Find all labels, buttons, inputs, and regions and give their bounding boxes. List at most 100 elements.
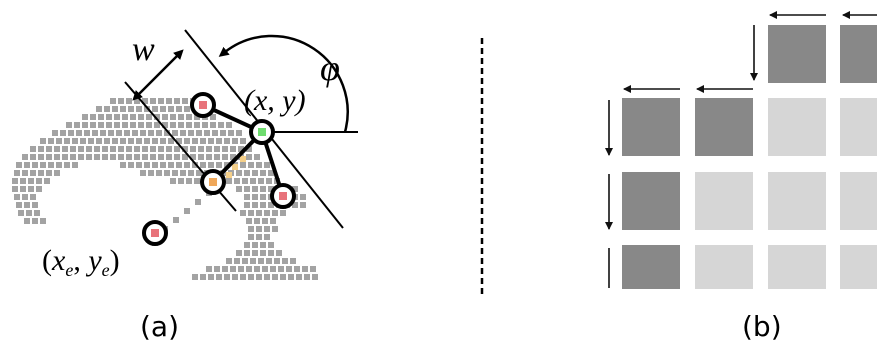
object-pixel [160, 138, 166, 144]
object-pixel [172, 130, 178, 136]
object-pixel [268, 186, 274, 192]
object-pixel [94, 146, 100, 152]
object-pixel [204, 130, 210, 136]
object-pixel [72, 138, 78, 144]
keypoint-right [270, 183, 296, 209]
object-pixel [86, 146, 92, 152]
object-pixel [222, 266, 228, 272]
grid-cell [695, 245, 753, 289]
object-pixel [258, 258, 264, 264]
object-pixel [248, 274, 254, 280]
object-pixel [66, 122, 72, 128]
object-pixel [90, 114, 96, 120]
caption-a: (a) [140, 310, 179, 343]
object-pixel [244, 202, 250, 208]
object-pixel [46, 146, 52, 152]
object-pixel [96, 138, 102, 144]
object-pixel [212, 130, 218, 136]
object-pixel [168, 138, 174, 144]
object-pixel [264, 234, 270, 240]
object-pixel [166, 98, 172, 104]
object-pixel [104, 106, 110, 112]
object-pixel [136, 106, 142, 112]
object-pixel [30, 194, 36, 200]
object-pixel [56, 162, 62, 168]
object-pixel [256, 210, 262, 216]
object-pixel [142, 146, 148, 152]
object-pixel [312, 274, 318, 280]
width-arrow [132, 49, 184, 101]
object-pixel [180, 170, 186, 176]
object-pixel [148, 130, 154, 136]
object-pixel [240, 162, 246, 168]
object-pixel [176, 162, 182, 168]
grid-cell [695, 98, 753, 156]
object-pixel [196, 170, 202, 176]
object-pixel [186, 122, 192, 128]
object-pixel [128, 162, 134, 168]
approach-dot [184, 208, 190, 214]
object-pixel [170, 122, 176, 128]
object-pixel [126, 146, 132, 152]
object-pixel [122, 114, 128, 120]
object-pixel [160, 162, 166, 168]
object-pixel [22, 194, 28, 200]
object-pixel [40, 162, 46, 168]
object-pixel [162, 122, 168, 128]
object-pixel [54, 170, 60, 176]
object-pixel [142, 154, 148, 160]
object-pixel [62, 146, 68, 152]
object-pixel [30, 146, 36, 152]
object-pixel [246, 154, 252, 160]
object-pixel [232, 138, 238, 144]
object-pixel [80, 138, 86, 144]
object-pixel [110, 146, 116, 152]
object-pixel [272, 226, 278, 232]
object-pixel [242, 178, 248, 184]
object-pixel [28, 186, 34, 192]
object-pixel [222, 146, 228, 152]
object-pixel [138, 114, 144, 120]
object-pixel [262, 266, 268, 272]
object-pixel [70, 146, 76, 152]
object-pixel [120, 106, 126, 112]
object-pixel [244, 242, 250, 248]
object-pixel [116, 130, 122, 136]
object-pixel [254, 218, 260, 224]
object-pixel [262, 218, 268, 224]
object-pixel [260, 194, 266, 200]
object-pixel [198, 146, 204, 152]
object-pixel [214, 146, 220, 152]
object-pixel [106, 114, 112, 120]
object-pixel [192, 138, 198, 144]
object-pixel [292, 202, 298, 208]
object-pixel [244, 186, 250, 192]
object-pixel [228, 130, 234, 136]
object-pixel [64, 138, 70, 144]
object-pixel [52, 130, 58, 136]
object-pixel [18, 210, 24, 216]
object-pixel [38, 154, 44, 160]
object-pixel [44, 178, 50, 184]
object-pixel [150, 98, 156, 104]
object-pixel [140, 170, 146, 176]
object-pixel [260, 170, 266, 176]
object-pixel [92, 130, 98, 136]
object-pixel [244, 194, 250, 200]
object-pixel [252, 170, 258, 176]
object-pixel [20, 178, 26, 184]
object-pixel [302, 266, 308, 272]
object-pixel [152, 162, 158, 168]
grid-cell [622, 245, 680, 289]
object-pixel [236, 186, 242, 192]
object-pixel [264, 210, 270, 216]
object-pixel [216, 274, 222, 280]
object-pixel [246, 266, 252, 272]
object-pixel [168, 106, 174, 112]
object-pixel [264, 162, 270, 168]
object-pixel [150, 146, 156, 152]
grid-cell [840, 172, 877, 230]
object-pixel [272, 274, 278, 280]
object-pixel-grid [12, 98, 318, 280]
object-pixel [192, 162, 198, 168]
